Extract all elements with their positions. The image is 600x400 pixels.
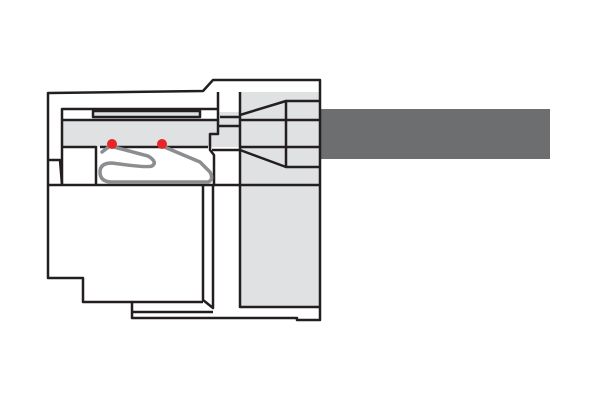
latch-area (218, 112, 240, 147)
contact-point-2 (157, 139, 167, 149)
rear-housing-block (240, 92, 320, 307)
cable (288, 109, 550, 159)
housing-outline (46, 78, 322, 322)
contact-point-1 (107, 139, 117, 149)
top-strip (93, 111, 200, 117)
upper-channel (62, 120, 218, 147)
spring-contact (98, 144, 214, 184)
